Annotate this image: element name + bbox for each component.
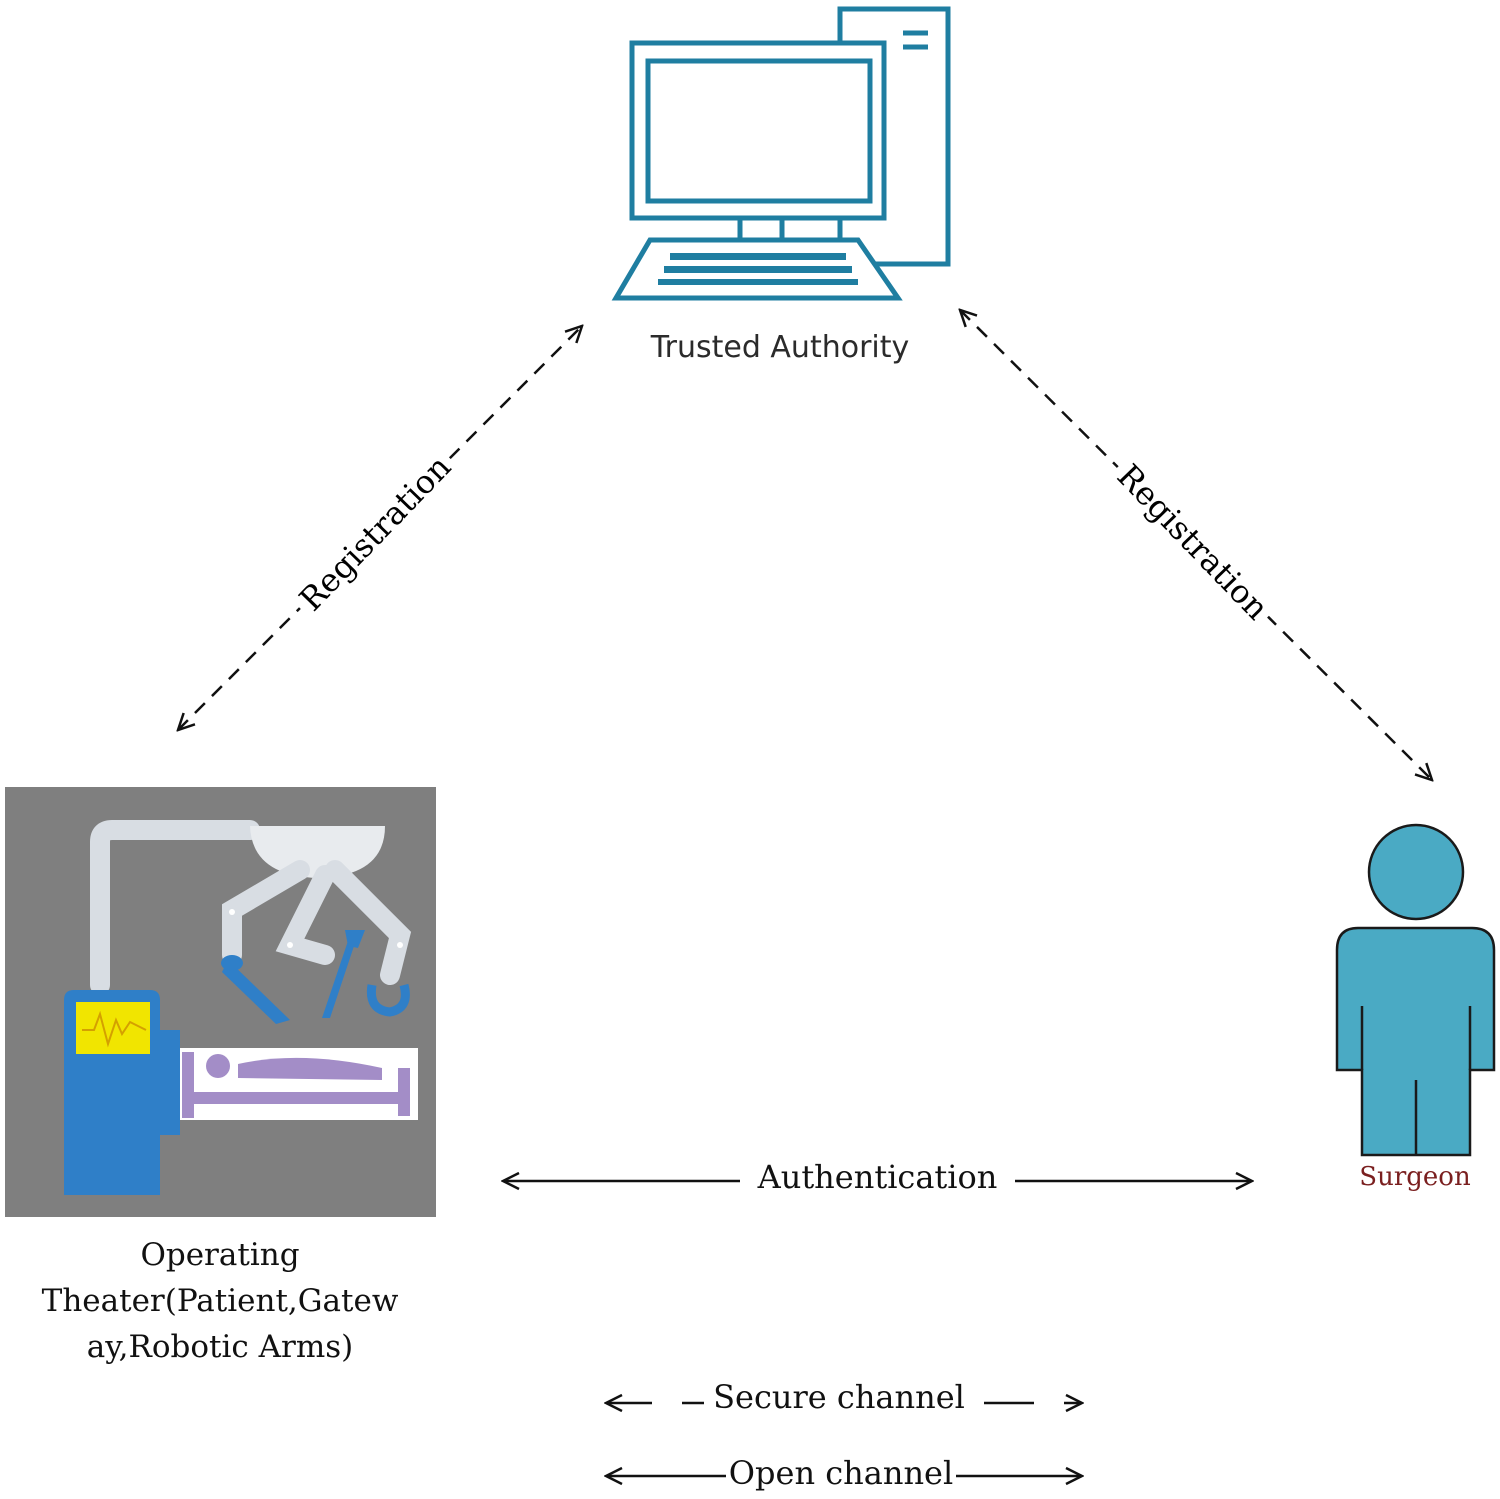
operating-theater-label: Operating Theater(Patient,Gatew ay,Robot… (0, 1232, 440, 1370)
operating-theater-label-line: Theater(Patient,Gatew (41, 1283, 399, 1319)
computer-icon (611, 6, 951, 301)
trusted-authority-label: Trusted Authority (650, 330, 910, 365)
registration-edge-right (960, 310, 1432, 780)
person-icon (1335, 823, 1496, 1157)
robotic-surgery-icon (5, 787, 436, 1217)
authentication-label: Authentication (740, 1158, 1015, 1196)
operating-theater-label-line: ay,Robotic Arms) (86, 1329, 354, 1365)
operating-theater-label-line: Operating (140, 1237, 300, 1273)
legend-open-label: Open channel (726, 1454, 956, 1492)
surgeon-label: Surgeon (1359, 1162, 1471, 1192)
legend-secure-label: Secure channel (704, 1378, 974, 1416)
